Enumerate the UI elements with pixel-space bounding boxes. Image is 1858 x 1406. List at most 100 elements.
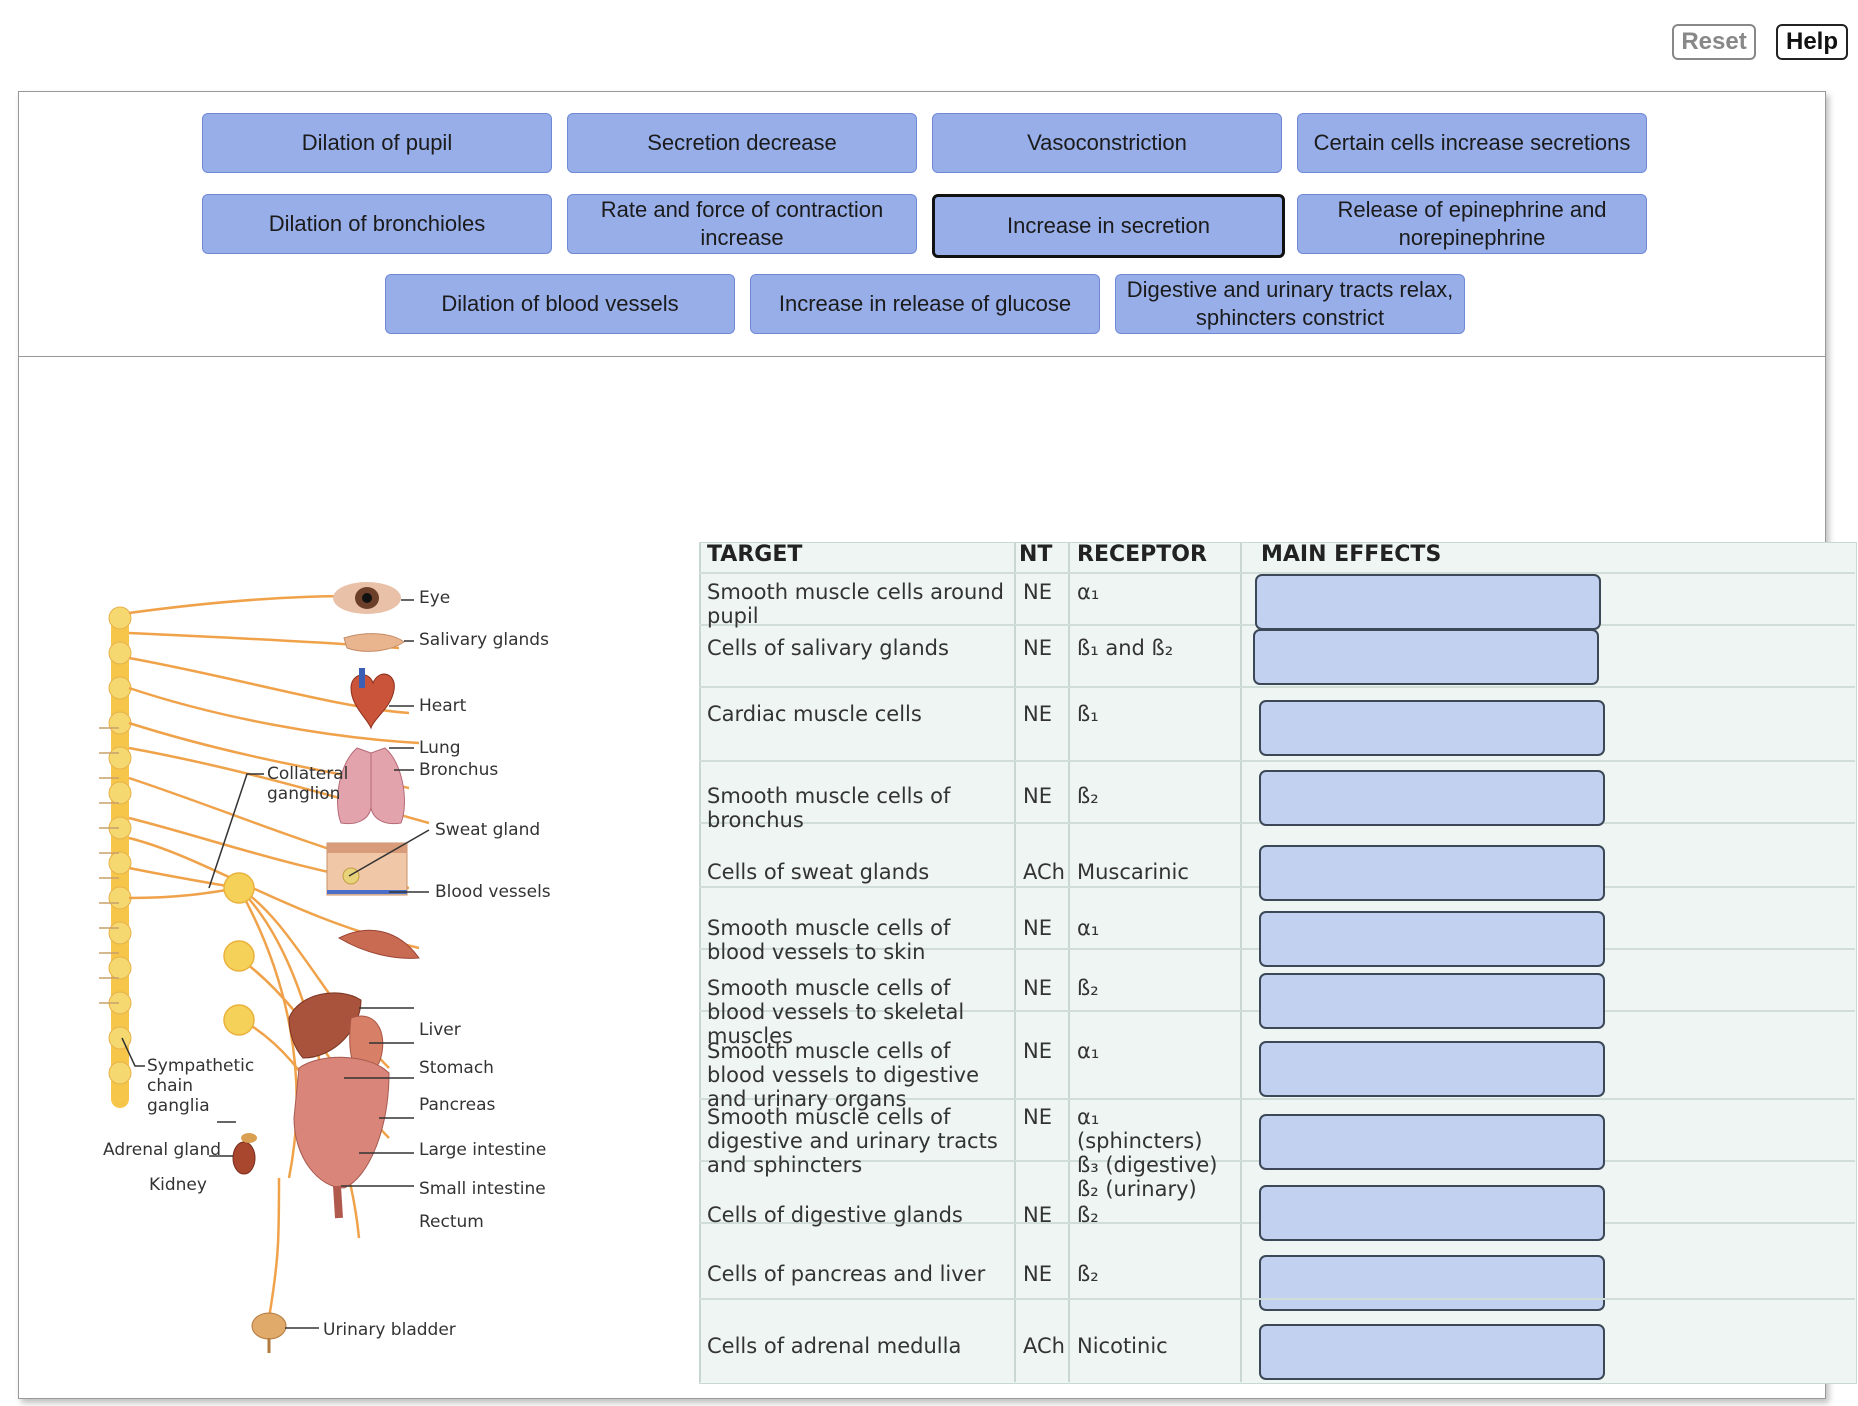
lung-label: Lung (419, 738, 461, 758)
receptor-cell: α₁ (1077, 580, 1100, 604)
skin-section-icon (326, 842, 408, 896)
adrenal-gland-label: Adrenal gland (103, 1140, 222, 1160)
nt-cell: NE (1023, 580, 1052, 604)
nt-cell: NE (1023, 1262, 1052, 1286)
target-cell: Cells of digestive glands (707, 1203, 963, 1227)
receptor-cell: ß₂ (1077, 976, 1099, 1000)
sympathetic-figure: Eye Salivary glands Heart Lung Bronchus … (89, 538, 1857, 1384)
label-tile-secretion-decrease[interactable]: Secretion decrease (567, 113, 917, 173)
receptor-cell: ß₂ (1077, 784, 1099, 808)
drop-zone-2[interactable] (1253, 629, 1599, 685)
reset-button[interactable]: Reset (1672, 24, 1756, 60)
label-tile-increase-in-release-of-glucose[interactable]: Increase in release of glucose (750, 274, 1100, 334)
nt-header: NT (1019, 542, 1053, 567)
drop-zone-11[interactable] (1259, 1255, 1605, 1311)
kidney-icon (232, 1133, 257, 1175)
target-cell: Cells of sweat glands (707, 860, 930, 884)
label-bank: Dilation of pupil Secretion decrease Vas… (19, 92, 1825, 357)
receptor-cell: ß₁ and ß₂ (1077, 636, 1174, 660)
eye-icon (333, 582, 401, 614)
liver-label: Liver (419, 1020, 461, 1040)
target-cell: Cardiac muscle cells (707, 702, 922, 726)
collateral-label: Collateral (267, 764, 349, 784)
rectum-label: Rectum (419, 1212, 484, 1232)
drop-zone-10[interactable] (1259, 1185, 1605, 1241)
target-cell: Smooth muscle cells of digestive and uri… (707, 1105, 998, 1177)
target-cell: Cells of pancreas and liver (707, 1262, 986, 1286)
nt-cell: NE (1023, 1105, 1052, 1129)
label-tile-increase-in-secretion[interactable]: Increase in secretion (932, 194, 1285, 258)
label-tile-rate-and-force-of-contraction[interactable]: Rate and force of contraction increase (567, 194, 917, 254)
target-cell: Cells of salivary glands (707, 636, 949, 660)
stomach-label: Stomach (419, 1058, 494, 1078)
drop-zone-1[interactable] (1255, 574, 1601, 630)
drop-zone-9[interactable] (1259, 1114, 1605, 1170)
heart-icon (350, 668, 395, 730)
drop-zone-4[interactable] (1259, 770, 1605, 826)
eye-label: Eye (419, 588, 451, 608)
bronchus-label: Bronchus (419, 760, 499, 780)
label-tile-release-of-epinephrine[interactable]: Release of epinephrine and norepinephrin… (1297, 194, 1647, 254)
drop-zone-7[interactable] (1259, 973, 1605, 1029)
receptor-cell: α₁ (1077, 916, 1100, 940)
digestive-organs-icon (288, 992, 390, 1219)
label-tile-dilation-of-blood-vessels[interactable]: Dilation of blood vessels (385, 274, 735, 334)
collateral-ganglia (223, 872, 255, 1036)
skeletal-muscle-icon (337, 929, 420, 959)
help-button[interactable]: Help (1776, 24, 1848, 60)
nt-cell: NE (1023, 636, 1052, 660)
small-intestine-label: Small intestine (419, 1179, 546, 1199)
chain-label: chain (147, 1076, 194, 1096)
nt-cell: NE (1023, 702, 1052, 726)
receptor-cell: Nicotinic (1077, 1334, 1168, 1358)
target-cell: Smooth muscle cells of blood vessels to … (707, 976, 965, 1048)
drop-zone-6[interactable] (1259, 911, 1605, 967)
nt-cell: NE (1023, 1039, 1052, 1063)
label-tile-digestive-urinary-tracts[interactable]: Digestive and urinary tracts relax, sphi… (1115, 274, 1465, 334)
drop-zone-5[interactable] (1259, 845, 1605, 901)
drop-zone-3[interactable] (1259, 700, 1605, 756)
nt-cell: NE (1023, 784, 1052, 808)
target-cell: Smooth muscle cells of bronchus (707, 784, 951, 832)
drop-zone-12[interactable] (1259, 1324, 1605, 1380)
target-header: TARGET (707, 542, 803, 567)
nt-cell: ACh (1023, 1334, 1065, 1358)
drop-zone-8[interactable] (1259, 1041, 1605, 1097)
ganglion-label: ganglion (267, 784, 341, 804)
main-effects-header: MAIN EFFECTS (1261, 542, 1442, 567)
blood-vessels-label: Blood vessels (435, 882, 551, 902)
salivary-glands-label: Salivary glands (419, 630, 549, 650)
sympathetic-chain (99, 606, 132, 1108)
receptor-header: RECEPTOR (1077, 542, 1207, 567)
receptor-cell: α₁ (1077, 1039, 1100, 1063)
anatomy-illustration (99, 582, 430, 1353)
label-tile-dilation-of-pupil[interactable]: Dilation of pupil (202, 113, 552, 173)
kidney-label: Kidney (149, 1175, 207, 1195)
nt-cell: ACh (1023, 860, 1065, 884)
receptor-cell: α₁ (sphincters) ß₃ (digestive) ß₂ (urina… (1077, 1105, 1218, 1201)
receptor-cell: ß₂ (1077, 1203, 1099, 1227)
nt-cell: NE (1023, 916, 1052, 940)
target-cell: Smooth muscle cells of blood vessels to … (707, 1039, 979, 1111)
bladder-icon (251, 1312, 287, 1353)
receptor-cell: ß₂ (1077, 1262, 1099, 1286)
leader-lines (121, 599, 430, 1329)
sympathetic-label: Sympathetic (147, 1056, 255, 1076)
target-cell: Smooth muscle cells around pupil (707, 580, 1004, 628)
target-cell: Smooth muscle cells of blood vessels to … (707, 916, 951, 964)
lung-icon (337, 747, 405, 825)
label-tile-dilation-of-bronchioles[interactable]: Dilation of bronchioles (202, 194, 552, 254)
sweat-gland-label: Sweat gland (435, 820, 541, 840)
pancreas-label: Pancreas (419, 1095, 496, 1115)
urinary-bladder-label: Urinary bladder (323, 1320, 456, 1340)
label-tile-certain-cells-increase-secretions[interactable]: Certain cells increase secretions (1297, 113, 1647, 173)
target-cell: Cells of adrenal medulla (707, 1334, 962, 1358)
large-intestine-label: Large intestine (419, 1140, 547, 1160)
heart-label: Heart (419, 696, 467, 716)
nt-cell: NE (1023, 1203, 1052, 1227)
receptor-cell: Muscarinic (1077, 860, 1189, 884)
label-tile-vasoconstriction[interactable]: Vasoconstriction (932, 113, 1282, 173)
ganglia-label: ganglia (147, 1096, 210, 1116)
activity-panel: Dilation of pupil Secretion decrease Vas… (18, 91, 1857, 1399)
salivary-gland-icon (343, 633, 405, 652)
